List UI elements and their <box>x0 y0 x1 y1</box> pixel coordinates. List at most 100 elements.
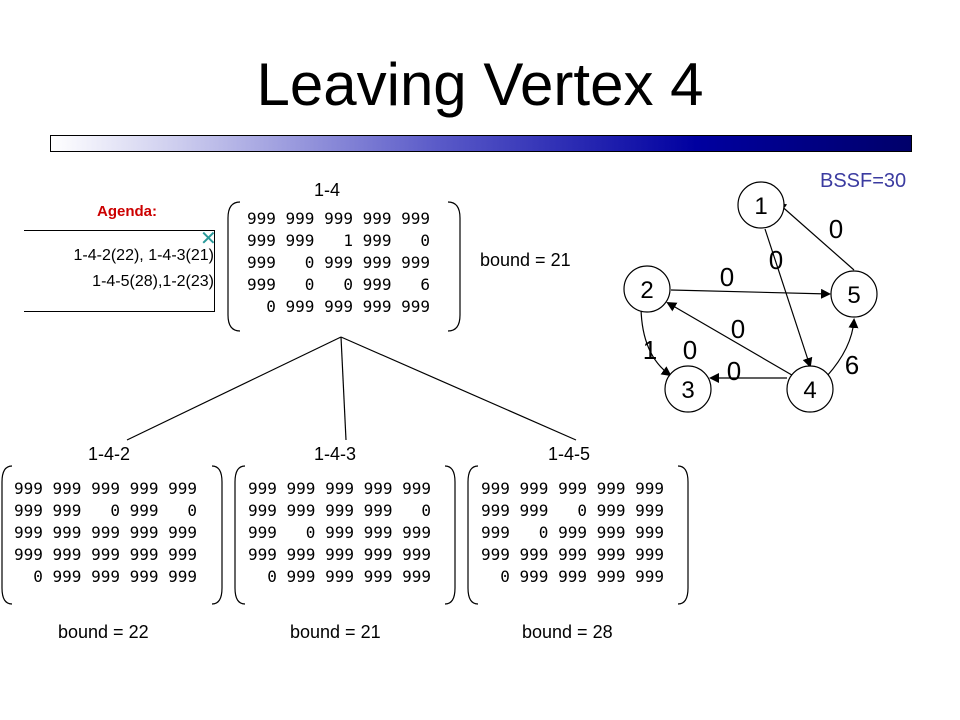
matrix-cell: 999 <box>276 479 316 498</box>
matrix-cell: 999 <box>625 545 665 564</box>
matrix-cell: 999 <box>509 501 549 520</box>
matrix-cell: 0 <box>392 501 432 520</box>
root-bound: bound = 21 <box>480 250 571 270</box>
matrix-cell: 999 <box>14 479 43 498</box>
matrix-cell: 999 <box>81 545 120 564</box>
graph-node-2-label: 2 <box>640 277 653 304</box>
matrix-cell: 999 <box>81 567 120 586</box>
matrix-row: 0 999 999 999 999 <box>14 566 197 588</box>
matrix-cell: 999 <box>548 523 587 542</box>
matrix-cell: 999 <box>275 209 315 228</box>
matrix-cell: 0 <box>14 567 43 586</box>
matrix-cell: 999 <box>315 545 354 564</box>
matrix-cell: 999 <box>352 231 392 250</box>
matrix-row: 999 999 999 999 999 <box>248 478 431 500</box>
agenda-line-1: 1-4-2(22), 1-4-3(21) <box>73 247 215 264</box>
matrix-cell: 0 <box>275 275 315 294</box>
edge-label-1-4: 0 <box>769 245 783 275</box>
tree-edge-to-child-2 <box>340 336 347 441</box>
child-1-label: 1-4-2 <box>88 444 131 464</box>
edge-label-2-3: 1 <box>643 335 657 365</box>
matrix-cell: 999 <box>275 231 315 250</box>
matrix-cell: 999 <box>548 567 587 586</box>
matrix-cell: 999 <box>481 545 510 564</box>
matrix-cell: 999 <box>247 231 276 250</box>
matrix-cell: 999 <box>42 567 82 586</box>
agenda-box <box>24 230 215 312</box>
matrix-cell: 0 <box>276 523 316 542</box>
matrix-cell: 999 <box>481 523 510 542</box>
matrix-cell: 999 <box>158 523 198 542</box>
graph-node-3-label: 3 <box>681 377 694 404</box>
tree-edge-to-child-1 <box>126 336 342 441</box>
edge-label-4-2: 0 <box>731 314 745 344</box>
matrix-cell: 999 <box>353 567 393 586</box>
child-3-bound: bound = 28 <box>522 622 613 642</box>
graph-node-3 <box>664 365 712 413</box>
agenda-line-2: 1-4-5(28),1-2(23) <box>92 273 214 290</box>
matrix-cell: 999 <box>625 567 665 586</box>
matrix-cell: 999 <box>276 501 316 520</box>
matrix-cell: 999 <box>14 545 43 564</box>
agenda-marker-icon: ✕ <box>200 228 217 250</box>
graph-edge-5-1 <box>776 201 855 271</box>
matrix-cell: 999 <box>314 209 353 228</box>
matrix-cell: 999 <box>586 479 626 498</box>
matrix-cell: 999 <box>275 297 315 316</box>
child-1-bound: bound = 22 <box>58 622 149 642</box>
matrix-cell: 999 <box>315 567 354 586</box>
matrix-cell: 999 <box>352 253 392 272</box>
matrix-cell: 0 <box>548 501 587 520</box>
matrix-row: 0 999 999 999 999 <box>481 566 664 588</box>
matrix-row: 999 999 0 999 0 <box>14 500 197 522</box>
matrix-cell: 999 <box>625 501 665 520</box>
matrix-cell: 999 <box>158 567 198 586</box>
matrix-cell: 999 <box>353 545 393 564</box>
matrix-cell: 0 <box>247 297 276 316</box>
matrix-cell: 999 <box>353 479 393 498</box>
graph-edge-4-2 <box>666 301 798 379</box>
matrix-row: 999 0 0 999 6 <box>247 274 430 296</box>
matrix-cell: 999 <box>248 479 277 498</box>
child-2-bound: bound = 21 <box>290 622 381 642</box>
matrix-row: 999 999 999 999 999 <box>481 478 664 500</box>
matrix-cell: 999 <box>625 523 665 542</box>
matrix-cell: 0 <box>248 567 277 586</box>
matrix-cell: 999 <box>352 297 392 316</box>
matrix-cell: 999 <box>625 479 665 498</box>
child-3-matrix-brackets <box>467 465 689 605</box>
matrix-cell: 999 <box>392 567 432 586</box>
matrix-cell: 999 <box>248 501 277 520</box>
matrix-cell: 999 <box>509 567 549 586</box>
matrix-cell: 999 <box>81 523 120 542</box>
matrix-row: 999 999 1 999 0 <box>247 230 430 252</box>
matrix-row: 999 999 999 999 999 <box>481 544 664 566</box>
matrix-row: 999 0 999 999 999 <box>248 522 431 544</box>
child-1-matrix-brackets <box>1 465 223 605</box>
matrix-cell: 999 <box>247 253 276 272</box>
title-underline-bar <box>50 135 912 152</box>
matrix-cell: 999 <box>392 479 432 498</box>
root-node-label: 1-4 <box>314 180 341 200</box>
matrix-cell: 999 <box>586 501 626 520</box>
matrix-cell: 999 <box>42 545 82 564</box>
matrix-cell: 999 <box>247 275 276 294</box>
matrix-cell: 0 <box>81 501 120 520</box>
matrix-cell: 999 <box>315 523 354 542</box>
bssf-label: BSSF=30 <box>820 170 907 192</box>
child-2-matrix-brackets <box>234 465 456 605</box>
edge-label-4-5: 6 <box>845 350 859 380</box>
edge-label-5-1: 0 <box>829 214 843 244</box>
graph-node-4-label: 4 <box>803 377 816 404</box>
matrix-cell: 999 <box>276 567 316 586</box>
graph-edge-2-5 <box>670 288 831 299</box>
matrix-cell: 0 <box>509 523 549 542</box>
matrix-cell: 999 <box>352 275 392 294</box>
matrix-cell: 999 <box>509 479 549 498</box>
matrix-cell: 999 <box>158 479 198 498</box>
matrix-cell: 999 <box>42 501 82 520</box>
